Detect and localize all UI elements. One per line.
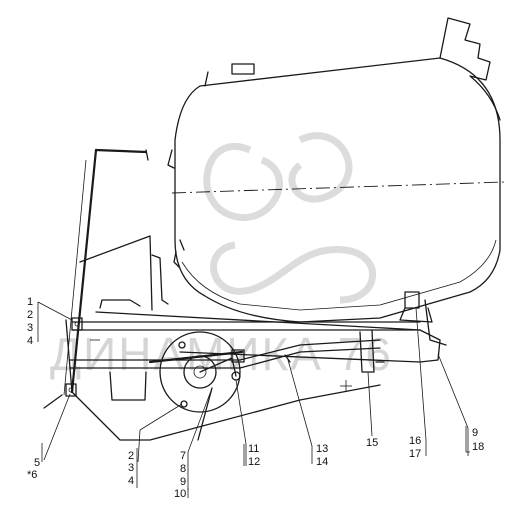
callout-2: 2 [27, 309, 33, 321]
callout-3: 3 [27, 322, 33, 334]
callout-3b: 3 [128, 462, 134, 474]
callout-2b: 2 [128, 450, 134, 462]
callout-6: *6 [27, 469, 37, 481]
callout-7: 7 [180, 450, 186, 462]
callouts: 1 2 3 4 5 *6 2 3 4 7 8 9 10 11 12 13 14 … [27, 296, 484, 500]
callout-4: 4 [27, 335, 33, 347]
leader-lines [37, 301, 469, 490]
callout-12: 12 [248, 456, 260, 468]
callout-8: 8 [180, 463, 186, 475]
support-bracket [65, 235, 441, 441]
callout-4b: 4 [128, 475, 134, 487]
callout-17: 17 [409, 448, 421, 460]
wheel-hub [148, 331, 245, 441]
callout-13: 13 [316, 443, 328, 455]
callout-9b: 9 [180, 476, 186, 488]
strap-bracket [404, 291, 420, 309]
watermark-logo [203, 132, 376, 304]
fastener-group-upper [71, 317, 83, 331]
callout-9: 9 [472, 427, 478, 439]
callout-14: 14 [316, 456, 328, 468]
callout-15: 15 [366, 437, 378, 449]
callout-11: 11 [248, 443, 259, 455]
step-bar [43, 148, 149, 409]
callout-10: 10 [174, 488, 186, 500]
callout-18: 18 [472, 441, 484, 453]
callout-1: 1 [27, 296, 33, 308]
callout-16: 16 [409, 435, 421, 447]
centerline-marks [90, 339, 352, 392]
tank-strap [69, 291, 447, 401]
callout-brackets [41, 426, 470, 498]
callout-5: 5 [34, 457, 40, 469]
fastener-group-lower [65, 383, 77, 397]
fuel-tank [167, 17, 506, 323]
